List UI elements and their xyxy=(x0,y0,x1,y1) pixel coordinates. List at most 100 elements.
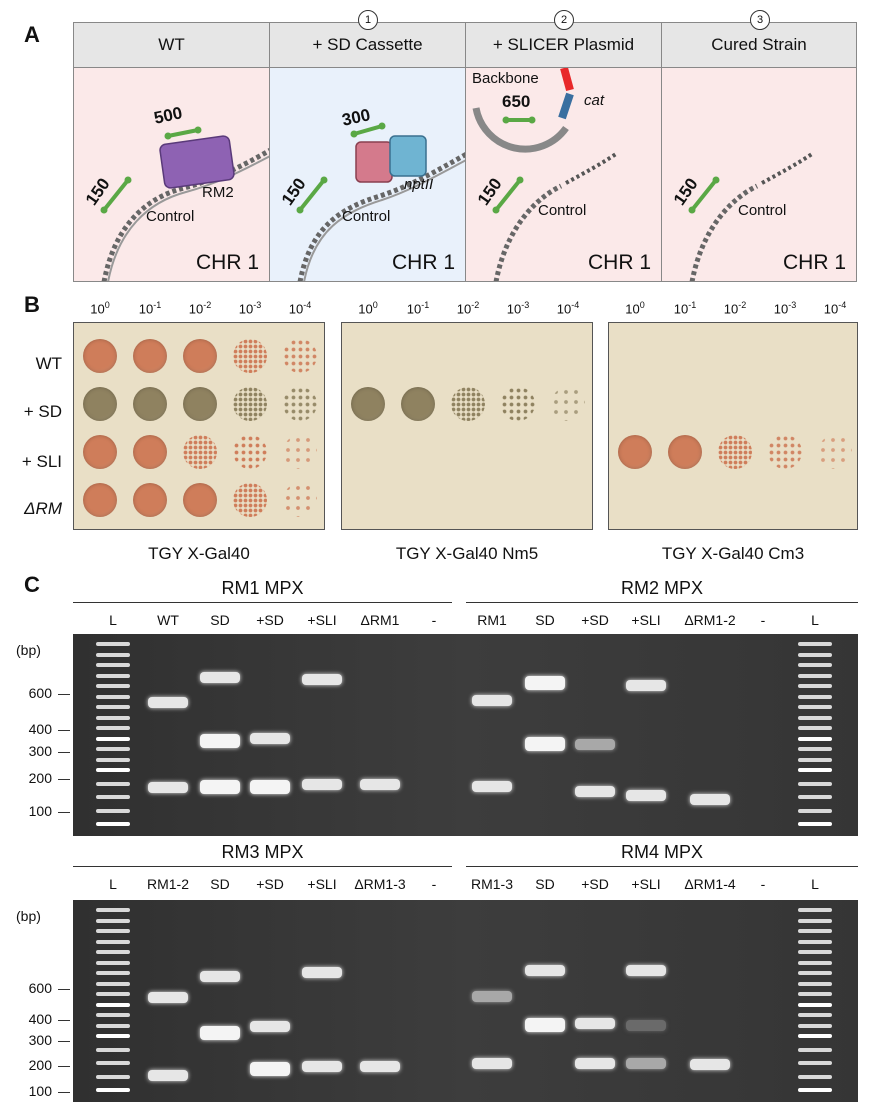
dna-band xyxy=(626,1020,666,1031)
ladder-band xyxy=(798,663,832,667)
colony-spot xyxy=(133,339,167,373)
multiplex-title: RM2 MPX xyxy=(620,578,703,598)
lane-label: SD xyxy=(535,876,555,892)
ladder-band xyxy=(96,642,130,646)
row-label-sd: + SD xyxy=(23,402,62,421)
plasmid-illustration xyxy=(472,68,618,281)
multiplex-title: RM3 MPX xyxy=(221,842,304,862)
ladder-band xyxy=(798,908,832,912)
dilution-label: 10-2 xyxy=(723,300,747,317)
lane-label: - xyxy=(431,876,437,892)
ladder-band xyxy=(798,1002,832,1007)
lane-label: SD xyxy=(535,612,555,628)
ladder-band xyxy=(798,1074,832,1079)
colony-spot xyxy=(283,435,317,469)
ladder-band xyxy=(798,918,832,923)
dna-band xyxy=(200,1026,240,1040)
ladder-band xyxy=(96,1034,130,1038)
ladder-band xyxy=(798,981,832,986)
step-number-2: 2 xyxy=(554,10,574,30)
ladder-band xyxy=(96,960,130,965)
dna-band xyxy=(575,739,615,750)
dna-band xyxy=(148,782,188,793)
bp-tick-label: 400 xyxy=(28,1011,52,1027)
gene-label-rm2: RM2 xyxy=(202,184,234,201)
panel-label-a: A xyxy=(24,22,40,47)
ladder-band xyxy=(798,1034,832,1038)
bp-tick-label: 600 xyxy=(28,685,52,701)
colony-spot xyxy=(233,387,267,421)
ladder-band xyxy=(798,1088,832,1092)
dna-helix-illustration xyxy=(296,122,465,281)
lane-label: - xyxy=(431,612,437,628)
dna-band xyxy=(525,1018,565,1032)
colony-spot xyxy=(668,435,702,469)
colony-spot xyxy=(401,387,435,421)
lane-label: L xyxy=(109,876,117,892)
lane-label: - xyxy=(760,876,766,892)
bp-tick-label: 100 xyxy=(28,1083,52,1099)
ladder-band xyxy=(96,908,130,912)
ladder-band xyxy=(798,642,832,646)
bp-tick-mark xyxy=(58,989,70,990)
ladder-band xyxy=(96,768,130,772)
dna-band xyxy=(575,1058,615,1069)
dna-band xyxy=(626,1058,666,1069)
dna-band xyxy=(472,1058,512,1069)
lane-label: - xyxy=(760,612,766,628)
dna-band xyxy=(250,733,290,744)
ladder-band xyxy=(96,929,130,933)
colony-spot xyxy=(283,339,317,373)
multiplex-title: RM1 MPX xyxy=(221,578,304,598)
backbone-label: Backbone xyxy=(472,70,539,87)
lane-label: ΔRM1-2 xyxy=(684,612,736,628)
lane-label: SD xyxy=(210,612,230,628)
dna-band xyxy=(525,676,565,690)
lane-label: L xyxy=(811,612,819,628)
bp-tick-mark xyxy=(58,752,70,753)
multiplex-title: RM4 MPX xyxy=(620,842,703,862)
ladder-band xyxy=(798,1023,832,1028)
control-label: Control xyxy=(538,202,587,219)
gene-label-cat: cat xyxy=(584,92,605,109)
dna-band xyxy=(200,672,240,683)
dna-band xyxy=(200,734,240,748)
dilution-label: 100 xyxy=(90,300,110,317)
dilution-label: 10-4 xyxy=(556,300,580,317)
dna-band xyxy=(626,965,666,976)
ladder-band xyxy=(96,757,130,762)
ladder-band xyxy=(798,1061,832,1065)
colony-spot xyxy=(133,387,167,421)
stage-header-slicer: + SLICER Plasmid xyxy=(465,22,662,68)
bp-tick-mark xyxy=(58,1020,70,1021)
dna-band xyxy=(472,991,512,1002)
ladder-band xyxy=(96,992,130,996)
ladder-band xyxy=(96,918,130,923)
ladder-band xyxy=(96,1002,130,1007)
ladder-band xyxy=(798,971,832,975)
agarose-gel-image xyxy=(73,900,858,1102)
ladder-band xyxy=(798,757,832,762)
ladder-band xyxy=(798,736,832,741)
dna-band xyxy=(302,674,342,685)
lane-label: +SD xyxy=(581,612,609,628)
ladder-band xyxy=(96,1023,130,1028)
ladder-band xyxy=(96,1047,130,1052)
bp-tick-label: 200 xyxy=(28,770,52,786)
stage-body-wt: 500 RM2 150 Control CHR 1 xyxy=(73,68,270,282)
lane-label: L xyxy=(811,876,819,892)
bp-tick-mark xyxy=(58,812,70,813)
lane-label: ΔRM1-4 xyxy=(684,876,736,892)
ladder-band xyxy=(96,981,130,986)
lane-label: +SD xyxy=(581,876,609,892)
ladder-band xyxy=(798,652,832,657)
panel-label-b: B xyxy=(24,292,40,317)
dna-band xyxy=(250,1062,290,1076)
lane-label: SD xyxy=(210,876,230,892)
dna-band xyxy=(690,794,730,805)
dilution-label: 10-2 xyxy=(456,300,480,317)
control-label: Control xyxy=(342,208,391,225)
dilution-label: 100 xyxy=(358,300,378,317)
chromosome-label: CHR 1 xyxy=(195,251,259,274)
lane-label: +SLI xyxy=(307,876,337,892)
